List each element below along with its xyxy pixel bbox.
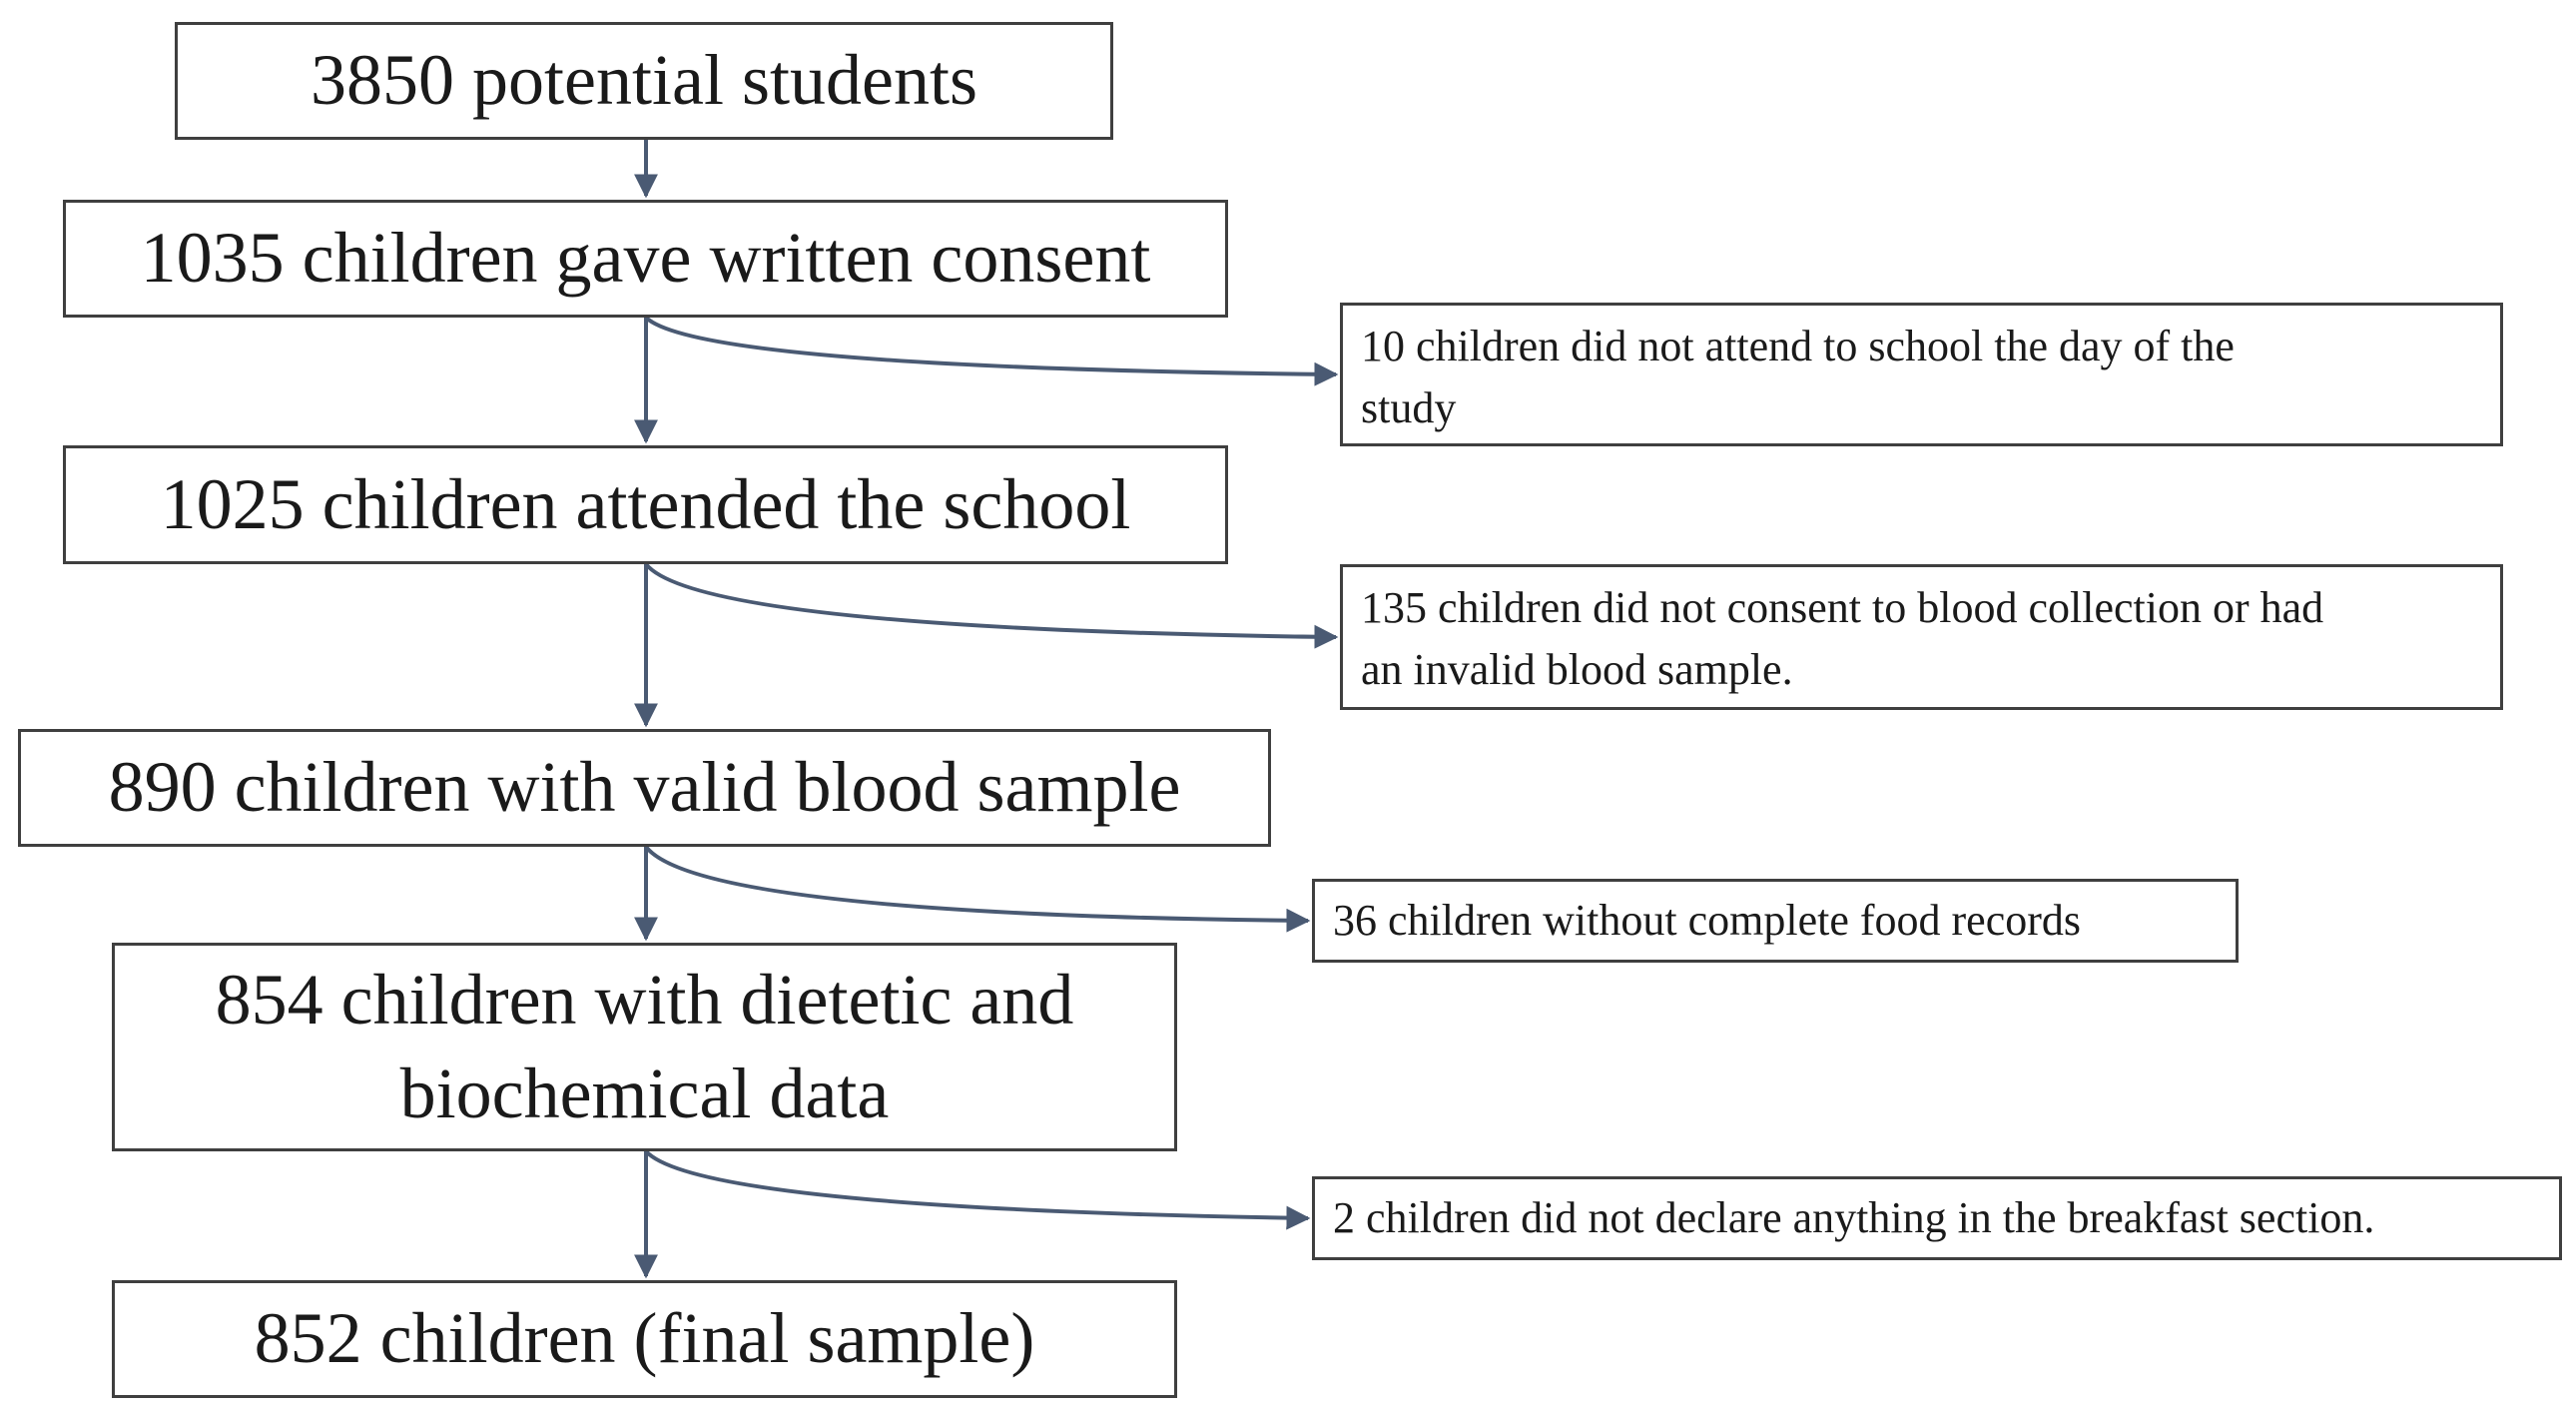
exclusion-box-absent: 10 children did not attend to school the… <box>1340 303 2503 446</box>
flow-step-label: 3850 potential students <box>311 40 977 121</box>
exclusion-box-food-records: 36 children without complete food record… <box>1312 879 2239 963</box>
arrow-to-exclusion-2 <box>644 562 1339 649</box>
arrow-to-exclusion-3 <box>644 845 1311 933</box>
flow-step-final-sample: 852 children (final sample) <box>112 1280 1177 1398</box>
flow-step-written-consent: 1035 children gave written consent <box>63 200 1228 318</box>
exclusion-box-blood: 135 children did not consent to blood co… <box>1340 564 2503 710</box>
arrow-to-exclusion-1 <box>644 316 1339 386</box>
exclusion-label: 135 children did not consent to blood co… <box>1361 583 2324 695</box>
exclusion-label: 10 children did not attend to school the… <box>1361 322 2235 433</box>
flow-step-label: 1035 children gave written consent <box>140 218 1151 299</box>
flow-step-label: 890 children with valid blood sample <box>108 747 1181 828</box>
flow-step-potential-students: 3850 potential students <box>175 22 1113 140</box>
arrow-to-exclusion-4 <box>644 1149 1311 1230</box>
exclusion-label: 2 children did not declare anything in t… <box>1333 1192 2375 1242</box>
flow-step-attended-school: 1025 children attended the school <box>63 445 1228 564</box>
flow-step-valid-blood-sample: 890 children with valid blood sample <box>18 729 1271 847</box>
flow-step-label: 854 children with dietetic and biochemic… <box>215 959 1074 1133</box>
exclusion-label: 36 children without complete food record… <box>1333 895 2082 945</box>
exclusion-box-breakfast: 2 children did not declare anything in t… <box>1312 1176 2562 1260</box>
flow-step-label: 852 children (final sample) <box>254 1298 1035 1379</box>
flow-step-dietetic-biochemical-data: 854 children with dietetic and biochemic… <box>112 943 1177 1151</box>
flow-step-label: 1025 children attended the school <box>160 463 1131 544</box>
